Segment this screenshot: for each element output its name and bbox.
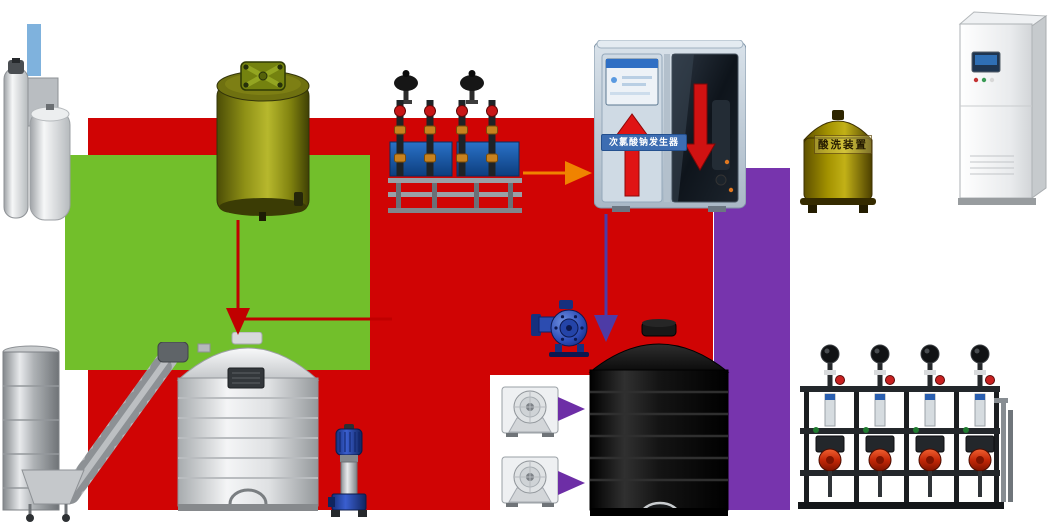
down-arrow-icon [684,83,716,172]
acid-wash-label: 酸洗装置 [814,135,872,154]
blower-1 [501,386,559,437]
hmi-screen [605,58,659,106]
blue-bar [27,24,41,76]
blower-2 [501,456,559,507]
pulsation-dampener-icon [394,70,484,104]
storage-tank-black [588,319,730,517]
acid-wash-tank [800,110,876,213]
sodium-hypochlorite-generator [594,40,746,212]
generator-label: 次氯酸钠发生器 [601,134,687,151]
water-softener-unit [3,58,71,221]
booster-pump [531,300,589,357]
pulsation-dampeners [820,344,995,386]
screw-feeder [2,342,189,522]
dissolving-tank [176,332,320,511]
metering-columns [394,100,498,176]
metering-pump-skid-black [798,344,1013,509]
metering-pump-skid-blue [388,70,522,213]
calibration-columns [813,393,986,433]
chemical-dosing-tank [216,61,310,221]
dosing-pumps [815,435,995,497]
vertical-multistage-pump [328,424,367,517]
control-cabinet [958,11,1048,205]
